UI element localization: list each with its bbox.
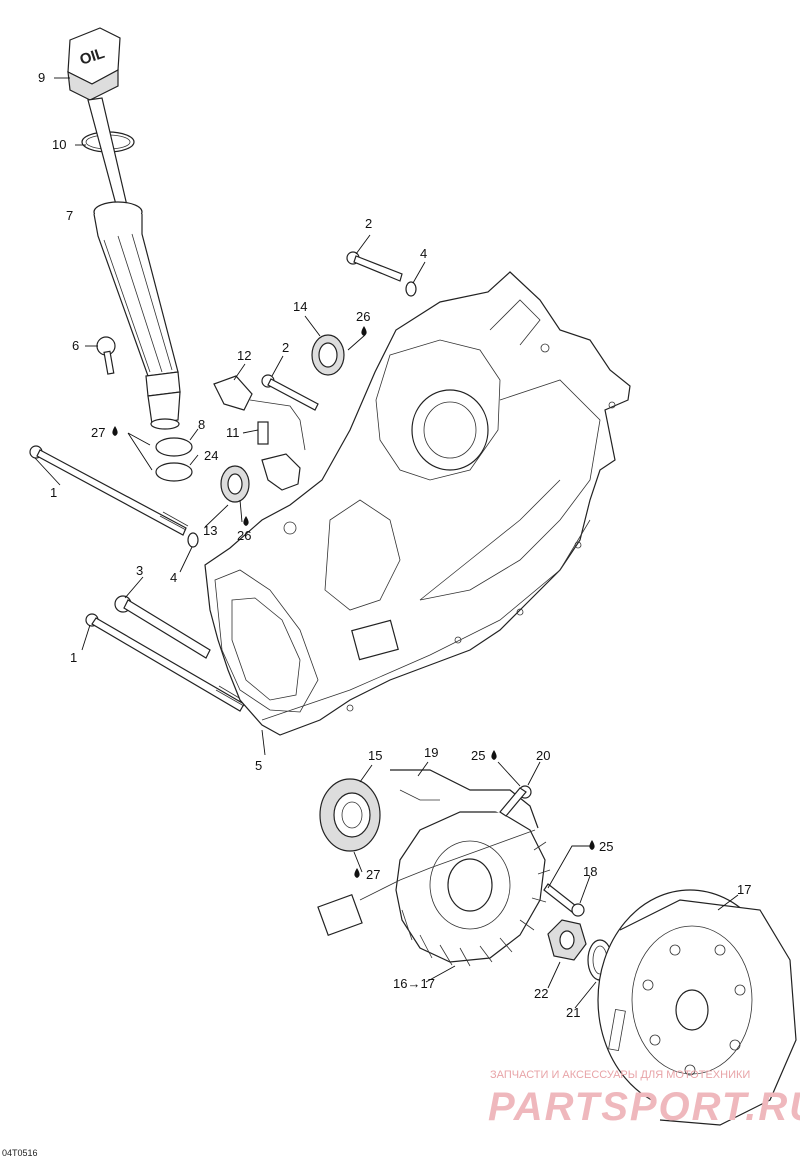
connector-sensor: [261, 453, 301, 491]
washer-part-4-upper: [405, 281, 417, 297]
oil-drop-icon: [354, 868, 360, 878]
callout-20: 20: [536, 748, 550, 763]
bolt-part-20: [499, 785, 532, 817]
callout-4: 4: [170, 570, 177, 585]
oil-drop-icon: [243, 516, 249, 526]
bearing-part-15: [319, 778, 381, 852]
callout-19: 19: [424, 745, 438, 760]
oil-drop-icon: [589, 840, 595, 850]
seal-part-14: [311, 334, 345, 376]
leader-lines: [34, 77, 739, 1009]
callout-21: 21: [566, 1005, 580, 1020]
callout-5: 5: [255, 758, 262, 773]
long-bolt-part-1-upper: [29, 445, 189, 536]
callout-8: 8: [198, 417, 205, 432]
o-ring-part-8: [155, 437, 193, 457]
callout-11: 11: [226, 425, 240, 440]
callout-14: 14: [293, 299, 307, 314]
bolt-part-18: [543, 883, 585, 917]
callout-18: 18: [583, 864, 597, 879]
callout-16-17: 16→17: [393, 976, 435, 991]
wire-harness-part-19: [317, 769, 539, 937]
sensor-part-12: [213, 375, 306, 451]
callout-12: 12: [237, 348, 251, 363]
callout-27: 27: [91, 425, 105, 440]
callout-22: 22: [534, 986, 548, 1001]
callout-2: 2: [365, 216, 372, 231]
callout-27: 27: [366, 867, 380, 882]
watermark-logo: PARTSPORT.RU: [488, 1085, 800, 1129]
bolt-part-6: [96, 336, 116, 375]
oil-drop-icon: [112, 426, 118, 436]
bolt-part-11: [257, 421, 269, 445]
callout-25: 25: [599, 839, 613, 854]
callout-4: 4: [420, 246, 427, 261]
bolt-part-3: [114, 595, 211, 659]
crankcase-cover-part-5: [204, 271, 631, 736]
callout-26: 26: [356, 309, 370, 324]
callout-1: 1: [50, 485, 57, 500]
oil-tube-part-7: [93, 201, 181, 430]
callout-2: 2: [282, 340, 289, 355]
bolt-part-2-lower: [261, 374, 319, 411]
long-bolt-part-1-lower: [85, 613, 247, 712]
seal-part-13: [220, 465, 250, 503]
callout-24: 24: [204, 448, 218, 463]
flywheel-part-17: [597, 889, 797, 1126]
watermark-subtitle: ЗАПЧАСТИ И АКСЕССУАРЫ ДЛЯ МОТОТЕХНИКИ: [490, 1069, 750, 1081]
callout-1: 1: [70, 650, 77, 665]
callout-15: 15: [368, 748, 382, 763]
bolt-part-2-upper: [346, 251, 403, 282]
washer-part-4-lower: [187, 532, 199, 548]
oil-drop-icon: [361, 326, 367, 336]
oil-cap-part-9: OIL: [67, 27, 121, 101]
callout-9: 9: [38, 70, 45, 85]
callout-25: 25: [471, 748, 485, 763]
figure-code: 04T0516: [2, 1148, 38, 1158]
oil-cap-label: OIL: [78, 45, 107, 69]
callout-6: 6: [72, 338, 79, 353]
callout-17: 17: [737, 882, 751, 897]
stator-part-16: [395, 811, 551, 967]
oil-drop-icon: [491, 750, 497, 760]
o-ring-part-24: [155, 462, 193, 482]
nut-part-22: [547, 919, 587, 961]
callout-26: 26: [237, 528, 251, 543]
callout-7: 7: [66, 208, 73, 223]
callout-10: 10: [52, 137, 66, 152]
callout-3: 3: [136, 563, 143, 578]
dipstick-rod: [87, 97, 129, 213]
callout-13: 13: [203, 523, 217, 538]
